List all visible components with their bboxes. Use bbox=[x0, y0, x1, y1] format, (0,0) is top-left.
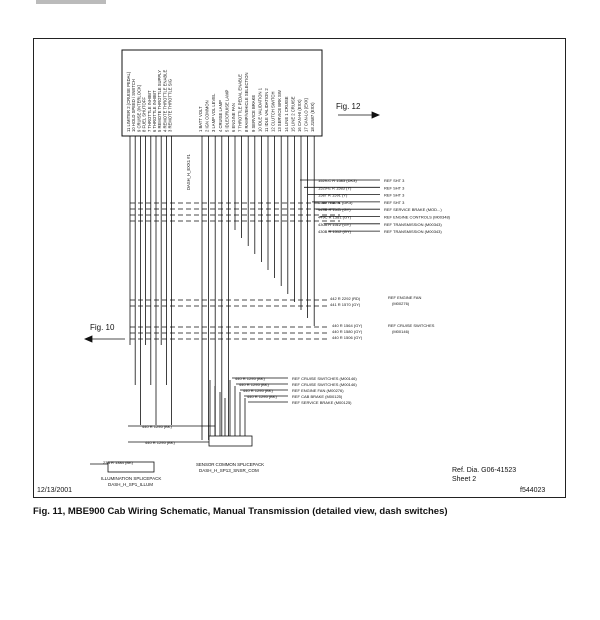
lower-wire-label: 440 R 1295 (BK) bbox=[239, 382, 269, 387]
lower-wire-label: 440 R 1295 (BK) bbox=[243, 388, 273, 393]
wire-label: 1529-E R 1583 (Y) bbox=[318, 185, 352, 190]
connector-pin-label: 4 REMOTE THROTTLE ENABLE bbox=[162, 70, 167, 132]
switch-wire-label: 440 R 1506 (GY) bbox=[332, 335, 363, 340]
connector-pin-label: 3 LAMP VOL LEVEL bbox=[211, 93, 216, 132]
connector-pin-label: 8 RAMP/VEHICLE SELECTION bbox=[244, 72, 249, 132]
connector-pin-label: 11 LIMITER 2 (CRUISE PEDAL) bbox=[126, 71, 131, 132]
connector-pin-label: 18 J1587 (EXX) bbox=[310, 102, 315, 132]
connector-pin-label: 7 THROTTLE INHIBIT bbox=[147, 90, 152, 132]
switch-wire-label: 440 R 1580 (GY) bbox=[332, 329, 363, 334]
fan-wire-label: 442 R 2292 (RD) bbox=[330, 296, 361, 301]
connector-pin-label: 1 BATT VOLT bbox=[198, 106, 203, 132]
lower-ref: REF SERVICE BRAKE (M00125) bbox=[292, 400, 352, 405]
wire-label: 1529-C R 1583 (DK3) bbox=[318, 178, 357, 183]
connector-pin-label: 12 CLUTCH SWITCH bbox=[271, 92, 276, 132]
ref-dia: Ref. Dia. G06-41523 bbox=[452, 467, 517, 474]
wire-label: 449C R 1581 (GY) bbox=[318, 215, 352, 220]
wire-label: 449B R 1511 (GY) bbox=[318, 207, 351, 212]
lower-ref: REF CAB BRAKE (M00125) bbox=[292, 394, 343, 399]
connector-pin-label: 2 IGN COMMON bbox=[205, 100, 210, 132]
wire-ref: REF SHT 3 bbox=[384, 193, 405, 198]
wire-ref: REF SHT 3 bbox=[384, 185, 405, 190]
wire-label: 1587 R 1591 (Y) bbox=[318, 193, 348, 198]
connector-pin-label: 16 CAN-HI (EXX) bbox=[297, 99, 302, 132]
lower-ref: REF CRUISE SWITCHES (M00146) bbox=[292, 382, 357, 387]
figure-code: f544023 bbox=[520, 487, 546, 494]
diagram-frame bbox=[33, 38, 566, 498]
fig10-label: Fig. 10 bbox=[90, 323, 115, 332]
connector-pin-label: 14 LINE 1 CRUISE bbox=[284, 96, 289, 132]
fig12-label: Fig. 12 bbox=[336, 102, 361, 111]
fan-mod: (M00276) bbox=[392, 301, 410, 306]
connector-pin-label: 8 FUEL SHUTOFF bbox=[142, 97, 147, 132]
splice-right-line1: SENSOR COMMON SPLICEPACK bbox=[196, 462, 265, 467]
sheet-number: Sheet 2 bbox=[452, 476, 477, 483]
connector-pin-label: 13 SERVICE BRK SW bbox=[277, 90, 282, 132]
connector-pin-label: 5 REMOTE THROTTLE SUPPLY bbox=[157, 70, 162, 132]
connector-pin-label: 17 CAN-LO (EXX) bbox=[304, 97, 309, 132]
splice-left-line1: ILLUMINATION SPLICEPACK bbox=[101, 476, 162, 481]
connector-pin-label: 9 SERVICE BRAKE bbox=[251, 95, 256, 132]
splice-right-line2: DASH_H_SP13_SNSR_COM bbox=[199, 468, 259, 473]
header-bar bbox=[36, 0, 106, 4]
connector-pin-label: 7 THROTTLE PEDAL ENABLE bbox=[238, 74, 243, 132]
wire-ref: REF SHT 3 bbox=[384, 178, 405, 183]
wire-ref: REF SERVICE BRAKE (MOD...) bbox=[384, 207, 442, 212]
connector-pin-label: 11 IDLE VALIDATION 2 bbox=[264, 88, 269, 132]
lower-ref: REF CRUISE SWITCHES (M00146) bbox=[292, 376, 357, 381]
figure-caption: Fig. 11, MBE900 Cab Wiring Schematic, Ma… bbox=[33, 506, 448, 517]
figure-date: 12/13/2001 bbox=[37, 487, 73, 494]
wire-label: 1587 R 1591 (DK3) bbox=[318, 200, 353, 205]
bottom-wire-label: 23A R 1384 (BK) bbox=[103, 460, 134, 465]
connector-pin-label: 6 THROTTLE INHIBIT bbox=[152, 90, 157, 132]
connector-pin-label: 10 IDLE VALIDATION 1 bbox=[257, 87, 262, 132]
wire-label: 430B R 1512 (GY) bbox=[318, 229, 352, 234]
switch-mod: (M00146) bbox=[392, 329, 410, 334]
wire-ref: REF TRANSMISSION (M00343) bbox=[384, 222, 442, 227]
connector-pin-label: 15 LINE 2 CRUISE bbox=[290, 96, 295, 132]
switch-ref: REF CRUISE SWITCHES bbox=[388, 323, 435, 328]
lower-wire-label: 440 R 1295 (BK) bbox=[247, 394, 277, 399]
fan-ref: REF ENGINE FAN bbox=[388, 295, 421, 300]
connector-pin-label: 6 ENGINE FAN bbox=[231, 103, 236, 132]
splice-left-line2: DASH_H_SP1_ILLUM bbox=[108, 482, 154, 487]
switch-wire-label: 440 R 1564 (GY) bbox=[332, 323, 363, 328]
wire-ref: REF SHT 3 bbox=[384, 200, 405, 205]
connector-pin-label: 10 HOLD SPEED / SWITCH bbox=[131, 79, 136, 132]
connector-pin-label: 4 CRUISE LAMP bbox=[218, 100, 223, 132]
bottom-wire-label: 440 R 1295 (BK) bbox=[142, 424, 172, 429]
reference-block: Ref. Dia. G06-41523 Sheet 2 bbox=[452, 466, 516, 484]
lower-ref: REF ENGINE FAN (M00276) bbox=[292, 388, 344, 393]
connector-pin-label: 9 CRUISE (INTERLOCK) bbox=[136, 84, 141, 132]
connector-pin-label: 5 IDLE/CRUISE LAMP bbox=[224, 89, 229, 132]
connector-mid-label: DASH_H_EXX1 #1 bbox=[186, 153, 191, 190]
fan-wire-label: 441 R 1570 (GY) bbox=[330, 302, 361, 307]
wire-ref: REF TRANSMISSION (M00343) bbox=[384, 229, 442, 234]
connector-pin-label: 3 REMOTE THROTTLE SIG bbox=[168, 79, 173, 132]
wire-label: 430A R 1512 (GY) bbox=[318, 222, 351, 227]
lower-wire-label: 440 R 1295 (BK) bbox=[235, 376, 265, 381]
bottom-wire-label: 440 R 1295 (BK) bbox=[145, 440, 175, 445]
wire-ref: REF ENGINE CONTROLS (M00348) bbox=[384, 215, 451, 220]
